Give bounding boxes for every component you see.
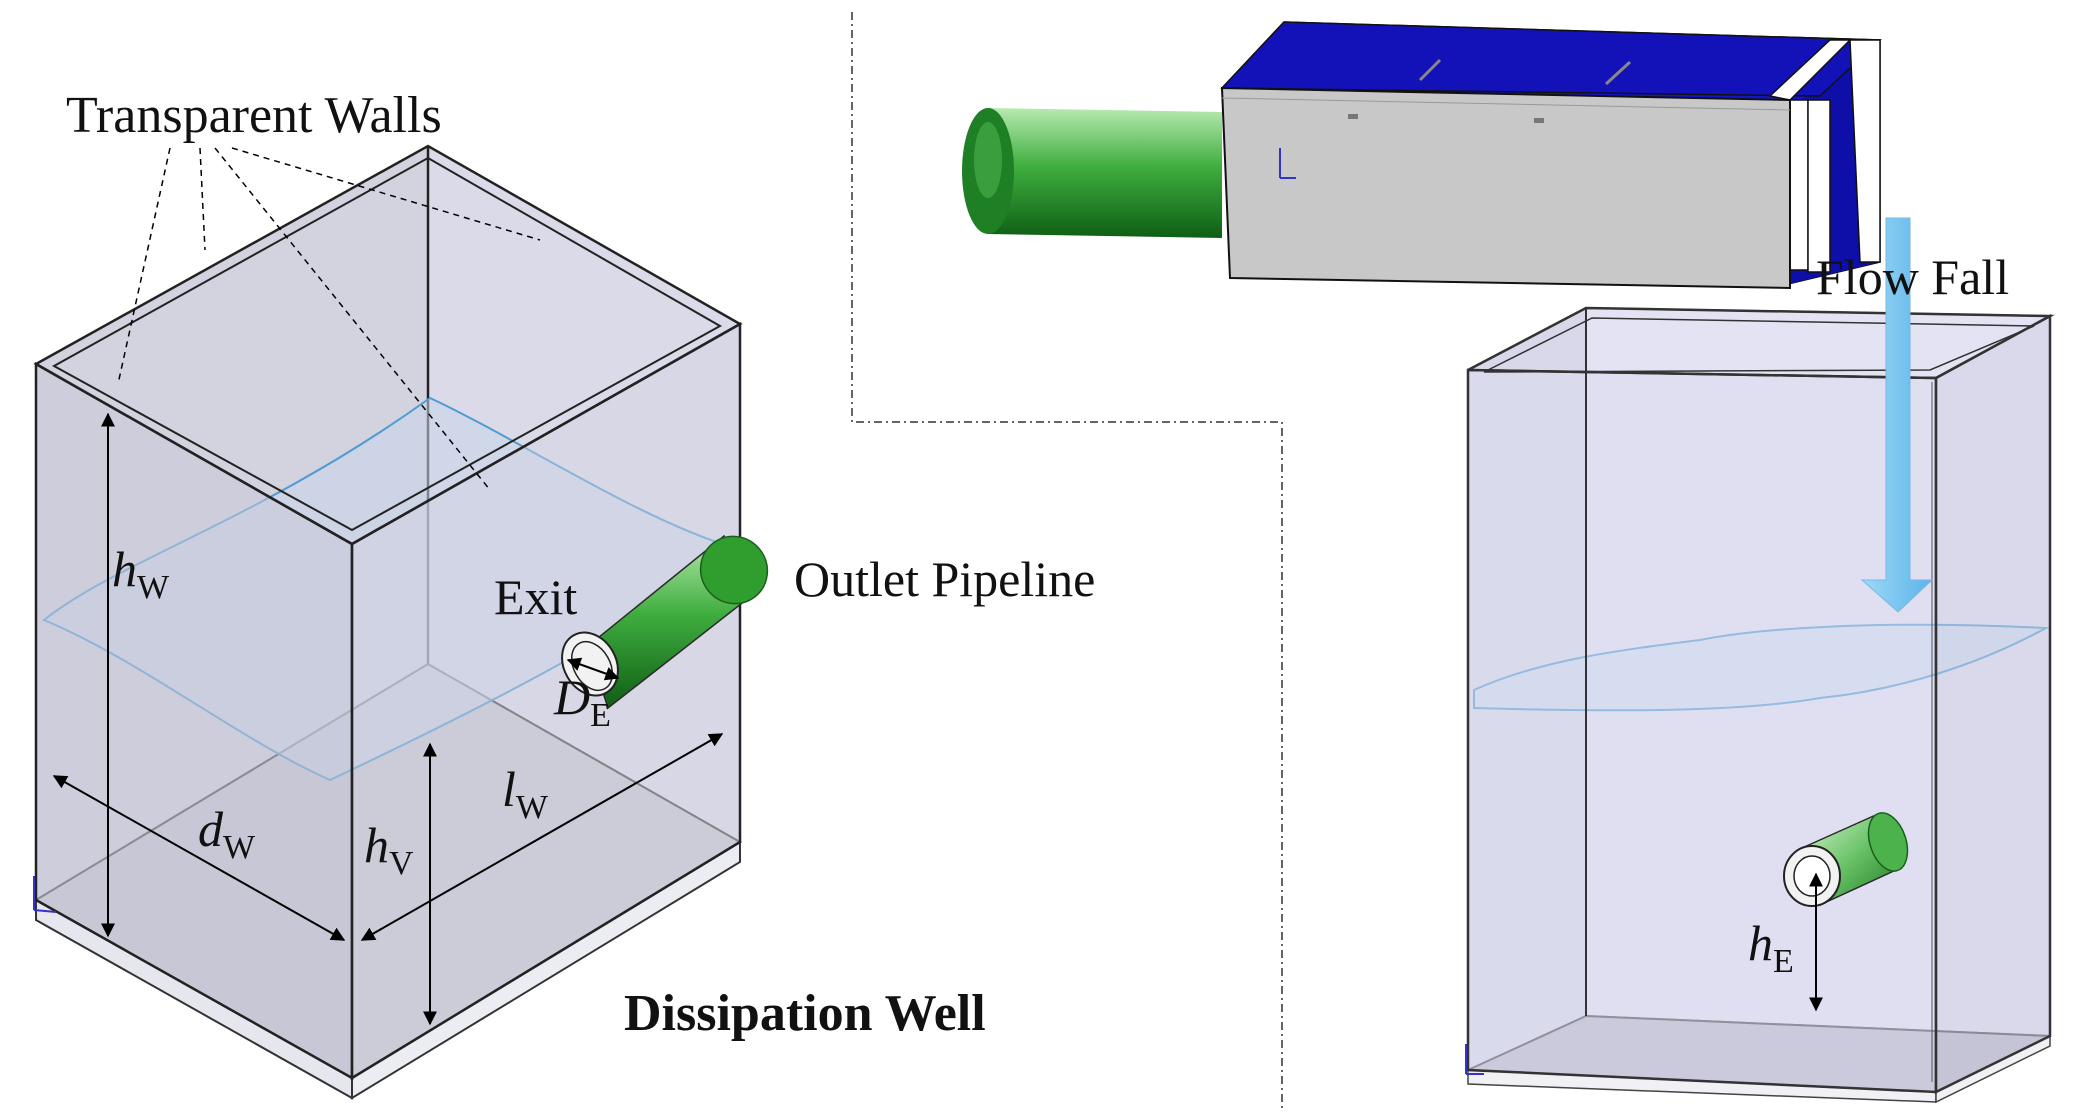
dw-label: dW	[198, 801, 256, 866]
lw-dimension-arrow	[360, 733, 724, 941]
dw-label-sub: W	[223, 829, 256, 866]
channel-baffle-2	[1604, 60, 1632, 86]
hv-label: hV	[364, 817, 414, 882]
rwell-top-rim-inner	[1483, 317, 2035, 373]
he-label-sub: E	[1773, 943, 1794, 980]
channel-wall-strip-4	[1807, 99, 1831, 273]
dw-label-main: d	[198, 801, 224, 857]
top-rim	[33, 144, 743, 546]
flow-fall-arrow	[1860, 217, 1934, 613]
inlet-pipe	[962, 108, 1222, 238]
rwell-front-right	[1934, 313, 2052, 1095]
transparent-walls-label: Transparent Walls	[66, 87, 442, 144]
dw-dimension-arrow	[52, 775, 346, 941]
channel-slot-2	[1534, 118, 1544, 123]
hv-label-sub: V	[389, 845, 414, 882]
flow-fall-label: Flow Fall	[1816, 249, 2009, 305]
channel-wall-strip-3	[1849, 39, 1881, 263]
rwell-axis-triad-icon	[1465, 1044, 1484, 1075]
hw-label: hW	[112, 541, 170, 606]
de-label-sub: E	[590, 697, 611, 734]
right-setup: Flow Fall hE	[962, 21, 2055, 1104]
lw-label-sub: W	[516, 789, 549, 826]
exit-label: Exit	[494, 569, 577, 625]
channel-slot-1	[1348, 114, 1358, 119]
channel-wall-strip-2	[1789, 99, 1809, 271]
axis-triad-icon	[33, 876, 57, 913]
hw-label-sub: W	[137, 569, 170, 606]
channel-axis-triad-icon	[1279, 148, 1296, 179]
he-label: hE	[1748, 915, 1794, 980]
top-rim-inner	[51, 156, 723, 532]
lw-label-main: l	[502, 761, 516, 817]
left-well: Transparent Walls Outlet Pipeline Exit D…	[33, 87, 1095, 1100]
hw-label-main: h	[112, 541, 137, 597]
lw-label: lW	[502, 761, 549, 826]
he-label-main: h	[1748, 915, 1773, 971]
channel-front-face	[1220, 86, 1791, 290]
de-label: DE	[553, 669, 611, 734]
hv-label-main: h	[364, 817, 389, 873]
outlet-pipeline-label: Outlet Pipeline	[794, 551, 1095, 607]
transparent-walls-leaders	[117, 147, 541, 491]
panel-divider	[851, 12, 1283, 1110]
dissipation-well-title: Dissipation Well	[624, 985, 986, 1042]
rwell-front-left	[1466, 368, 1938, 1094]
rwell-top-rim	[1467, 306, 2055, 380]
outlet-pipe	[561, 534, 769, 710]
de-label-main: D	[553, 669, 590, 725]
channel-baffle-1	[1418, 58, 1442, 82]
